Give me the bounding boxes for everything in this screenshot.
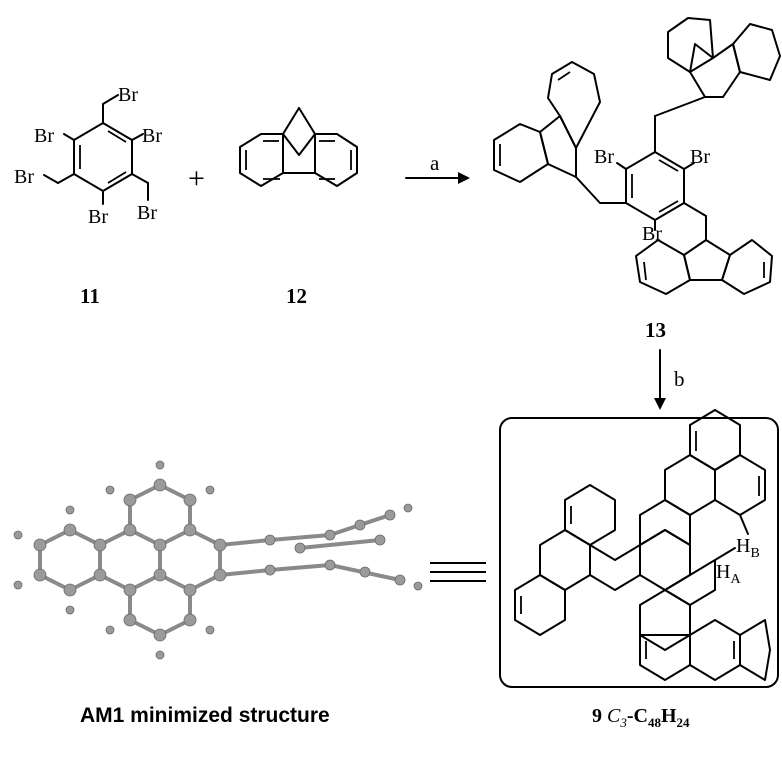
product-box [499,417,779,688]
br-label: Br [690,146,710,168]
h-a-label: HA [716,561,741,587]
br-label: Br [642,223,662,245]
br-label: Br [594,146,614,168]
compound-13-structure [493,17,781,295]
step-a-label: a [430,151,440,175]
br-label: Br [34,125,54,147]
br-label: Br [14,166,34,188]
step-b-label: b [674,367,685,391]
compound-11-label: 11 [80,284,100,308]
br-label: Br [137,202,157,224]
compound-13-label: 13 [645,318,666,342]
am1-structure-model [13,460,423,660]
br-label: Br [142,125,162,147]
plus-sign: + [188,162,205,195]
compound-9-caption: 9 C3-C48H24 [592,705,690,730]
h-b-label: HB [736,535,760,561]
compound-11-structure [43,94,149,205]
br-label: Br [88,206,108,228]
equivalence-sign [430,562,486,582]
compound-12-structure [239,107,358,187]
br-label: Br [118,84,138,106]
arrow-head-icon [654,398,666,410]
arrow-head-icon [458,172,470,184]
am1-caption: AM1 minimized structure [80,704,330,727]
compound-12-label: 12 [286,284,307,308]
compound-9-structure [514,409,771,681]
